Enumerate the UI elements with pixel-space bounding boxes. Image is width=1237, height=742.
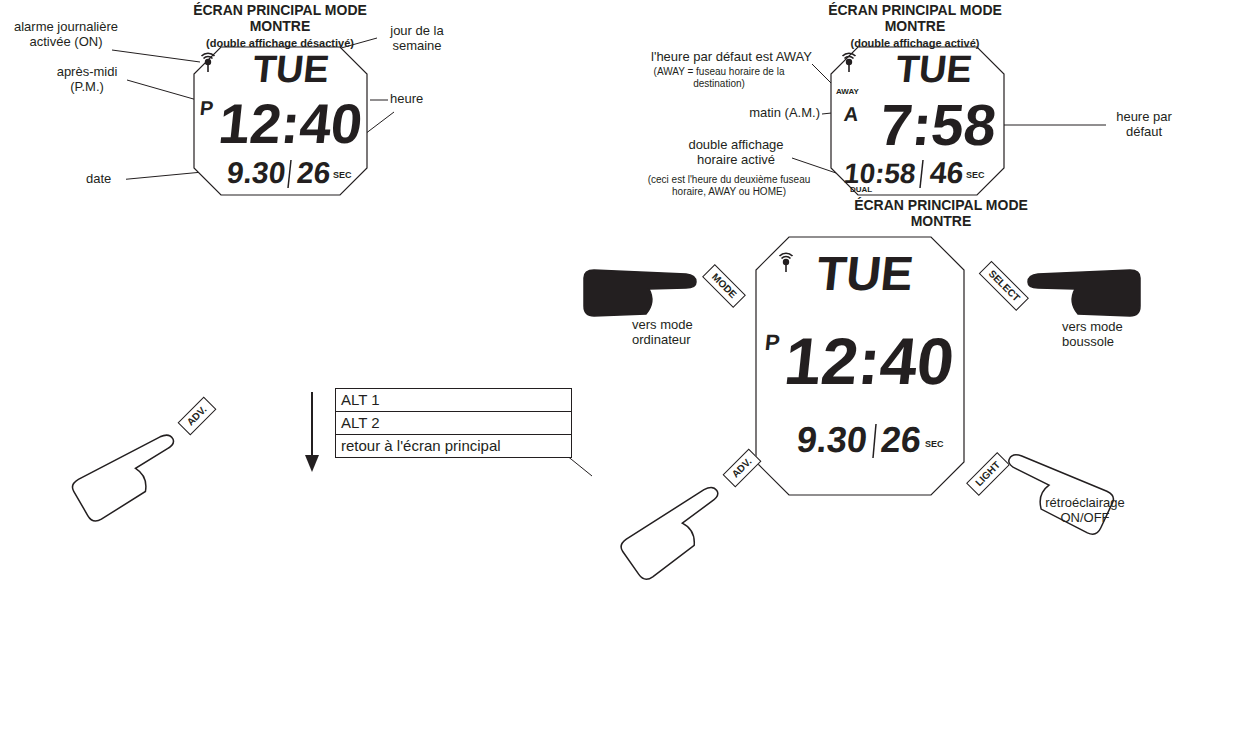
lcd-digits: 46 xyxy=(928,158,965,188)
menu-table: ALT 1ALT 2retour à l'écran principal xyxy=(335,388,572,458)
callout-text: l'heure par défaut est AWAY xyxy=(532,50,812,65)
button-name: SELECT xyxy=(987,268,1023,304)
lcd-digits: 10:58 xyxy=(843,160,918,188)
lcd-indicator: SEC xyxy=(333,171,352,180)
button-label: MODE xyxy=(702,264,746,308)
table-cell: retour à l'écran principal xyxy=(336,434,571,457)
lcd-indicator: AWAY xyxy=(836,88,859,96)
table-cell: ALT 1 xyxy=(336,389,571,411)
lcd-digits: TUE xyxy=(814,250,915,298)
button-label: ADV. xyxy=(178,397,217,436)
lcd-digits: P xyxy=(764,332,781,354)
lcd-digits: 7:58 xyxy=(877,96,999,154)
callout-text: vers mode ordinateur xyxy=(632,318,704,348)
heading: ÉCRAN PRINCIPAL MODE MONTRE xyxy=(826,197,1056,229)
lcd-indicator: SEC xyxy=(925,440,944,449)
callout-text: (ceci est l'heure du deuxième fuseau hor… xyxy=(646,174,812,197)
callout-text: vers mode boussole xyxy=(1062,320,1174,350)
watch-display: TUE AWAY A 7:58 10:58DUAL 46SEC xyxy=(830,46,1005,196)
callout-text: jour de la semaine xyxy=(378,24,456,54)
lcd-digits: 12:40 xyxy=(782,328,958,394)
callout-text: (AWAY = fuseau horaire de la destination… xyxy=(640,66,798,89)
lcd-digits: TUE xyxy=(251,50,331,88)
heading: ÉCRAN PRINCIPAL MODE MONTRE xyxy=(800,2,1030,34)
button-name: ADV. xyxy=(730,456,754,480)
lcd-digits: TUE xyxy=(894,50,974,88)
callout-text: après-midi (P.M.) xyxy=(48,65,126,95)
watch-display: TUE P12:40 9.30 26SEC xyxy=(193,46,368,196)
lcd-digits: P xyxy=(199,98,214,118)
button-label: SELECT xyxy=(979,261,1030,312)
heading: ÉCRAN PRINCIPAL MODE MONTRE xyxy=(165,2,395,34)
table-cell: ALT 2 xyxy=(336,411,571,434)
lcd-digits: 26 xyxy=(879,422,923,458)
callout-text: rétroéclairage ON/OFF xyxy=(1030,496,1140,526)
callout-text: alarme journalière activée (ON) xyxy=(2,20,130,50)
lcd-indicator: DUAL xyxy=(850,186,872,194)
callout-text: double affichage horaire activé xyxy=(682,138,790,168)
lcd-indicator: SEC xyxy=(966,171,985,180)
lcd-digits: 9.30 xyxy=(225,158,287,188)
callout-text: heure par défaut xyxy=(1108,110,1180,140)
heading: (double affichage désactivé) xyxy=(165,37,395,50)
pointing-hands xyxy=(70,270,1140,583)
lcd-digits: 12:40 xyxy=(216,96,365,152)
callout-text: matin (A.M.) xyxy=(700,106,820,121)
heading: (double affichage activé) xyxy=(800,37,1030,50)
lcd-digits: 26 xyxy=(295,158,332,188)
callout-text: heure xyxy=(390,92,440,107)
callout-text: date xyxy=(86,172,126,187)
lcd-digits: 9.30 xyxy=(795,422,869,458)
button-name: MODE xyxy=(710,271,739,300)
lcd-digits: A xyxy=(843,104,860,124)
button-name: ADV. xyxy=(185,404,209,428)
button-name: LIGHT xyxy=(973,459,1002,488)
down-arrow xyxy=(305,392,319,472)
watch-display: TUE P12:40 9.30 26SEC xyxy=(755,236,965,496)
button-label: LIGHT xyxy=(966,452,1010,496)
